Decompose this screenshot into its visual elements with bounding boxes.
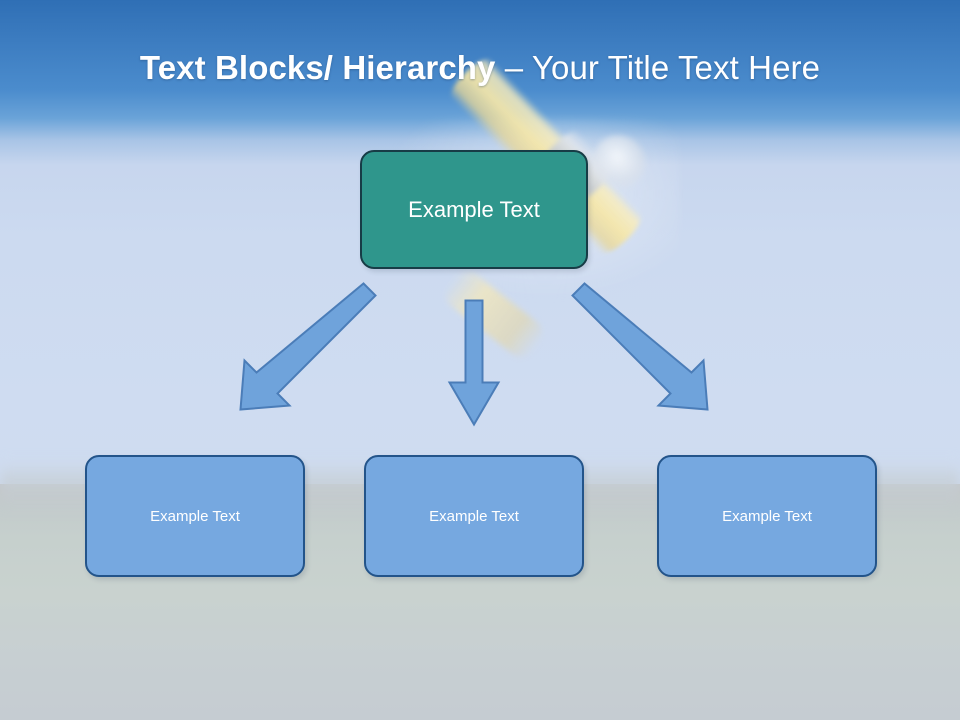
node-bottom-1[interactable]: Example Text (85, 455, 305, 577)
node-bottom-2-label: Example Text (429, 507, 519, 525)
page-title-dash: – (504, 49, 532, 86)
arrow-right-icon (571, 282, 709, 411)
page-title-bold: Text Blocks/ Hierarchy (139, 49, 505, 86)
node-bottom-1-label: Example Text (150, 507, 240, 525)
page-title-light: Your Title Text Here (531, 49, 821, 86)
page-title: Text Blocks/ Hierarchy – Your Title Text… (0, 48, 960, 88)
arrow-left-icon (239, 282, 377, 411)
title-band: Text Blocks/ Hierarchy – Your Title Text… (0, 0, 960, 140)
node-top-label: Example Text (408, 196, 540, 222)
node-top[interactable]: Example Text (360, 150, 588, 269)
node-bottom-3-label: Example Text (722, 507, 812, 525)
node-bottom-3[interactable]: Example Text (657, 455, 877, 577)
node-bottom-2[interactable]: Example Text (364, 455, 584, 577)
arrow-center-icon (447, 299, 501, 427)
